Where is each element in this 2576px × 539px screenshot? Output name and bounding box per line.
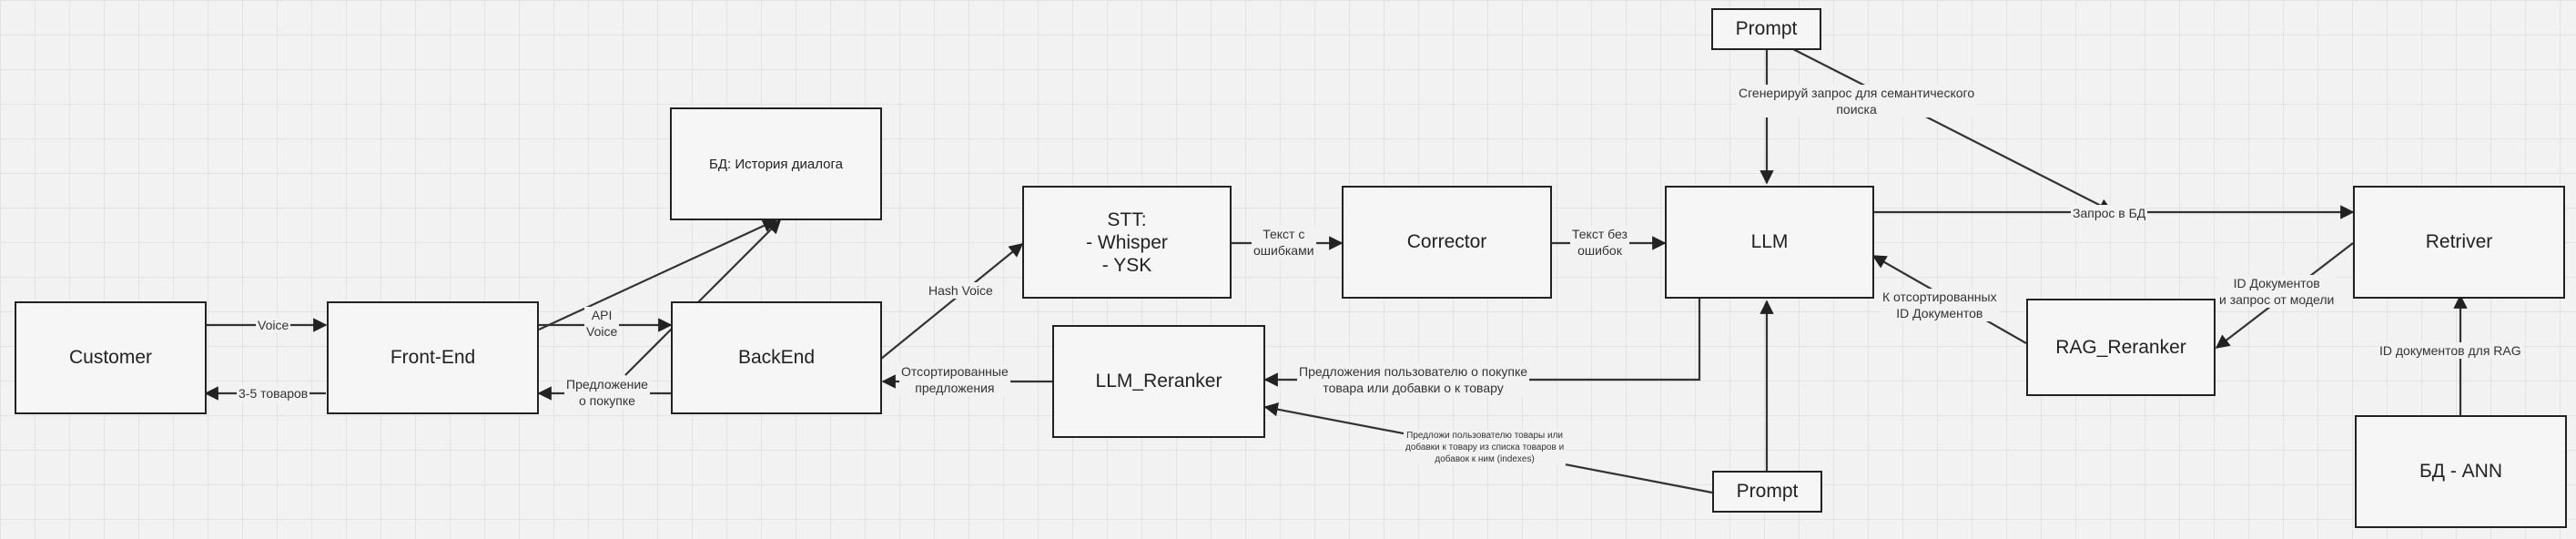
stt-node[interactable]: STT: - Whisper - YSK [1022,186,1232,299]
edge-label-user-offers: Предложения пользователю о покупке товар… [1297,363,1530,396]
edge-backend-dbhistory [624,219,782,376]
db-history-node[interactable]: БД: История диалога [670,107,882,220]
edge-label-prompt-rerank: Предложи пользователю товары или добавки… [1404,430,1567,465]
edge-label-api-voice: API Voice [584,307,620,340]
retriver-label: Retriver [2425,231,2493,252]
prompt-bottom-node[interactable]: Prompt [1712,471,1822,513]
customer-node[interactable]: Customer [15,301,207,414]
llm-node[interactable]: LLM [1665,186,1874,299]
prompt-top-label: Prompt [1735,18,1798,39]
edge-label-voice: Voice [256,317,291,333]
db-ann-label: БД - ANN [2419,461,2502,482]
frontend-node[interactable]: Front-End [327,301,539,414]
edge-label-hash-voice: Hash Voice [927,282,995,299]
edge-label-doc-ids-query: ID Документов и запрос от модели [2217,275,2337,308]
customer-label: Customer [68,347,153,368]
edge-label-rag-ids: ID документов для RAG [2378,342,2523,359]
db-history-label: БД: История диалога [709,156,843,172]
edge-label-gen-query: Сгенерируй запрос для семантического пои… [1737,85,1977,117]
backend-label: BackEnd [737,347,816,368]
frontend-label: Front-End [390,347,476,368]
edge-label-items: 3-5 товаров [237,385,310,402]
rag-reranker-label: RAG_Reranker [2055,336,2186,358]
corrector-node[interactable]: Corrector [1342,186,1552,299]
prompt-top-node[interactable]: Prompt [1711,8,1821,50]
edge-label-text-clean: Текст без ошибок [1570,226,1629,259]
corrector-label: Corrector [1406,231,1487,252]
llm-reranker-label: LLM_Reranker [1095,371,1222,392]
edge-label-sorted-ids: К отсортированных ID Документов [1881,289,1999,321]
edge-prompttop-query [1792,48,2114,212]
edge-label-sorted-offers: Отсортированные предложения [899,363,1010,396]
llm-reranker-node[interactable]: LLM_Reranker [1052,325,1265,438]
edge-backend-stt [880,243,1024,360]
edge-label-query-db: Запрос в БД [2071,205,2148,221]
edge-label-text-errors: Текст с ошибками [1252,226,1316,259]
edge-frontend-dbhistory [538,219,777,331]
edge-label-offer: Предложение о покупке [564,376,650,409]
retriver-node[interactable]: Retriver [2353,186,2565,299]
backend-node[interactable]: BackEnd [671,301,882,414]
llm-label: LLM [1750,231,1789,252]
db-ann-node[interactable]: БД - ANN [2355,415,2567,528]
rag-reranker-node[interactable]: RAG_Reranker [2026,299,2216,396]
prompt-bottom-label: Prompt [1736,481,1799,502]
stt-label: STT: - Whisper - YSK [1086,208,1168,276]
